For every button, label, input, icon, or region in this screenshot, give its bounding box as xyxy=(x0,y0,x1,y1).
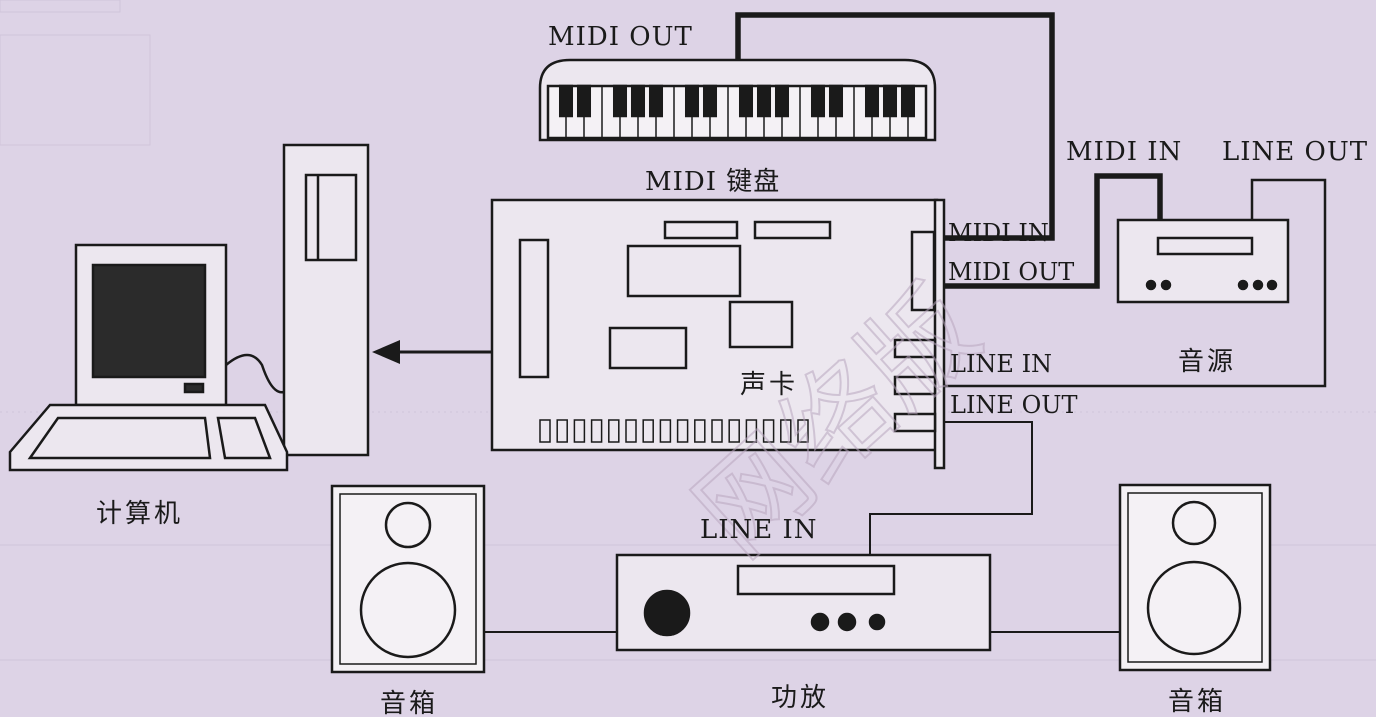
label-amplifier: 功放 xyxy=(771,683,829,713)
label-speaker-left: 音箱 xyxy=(380,689,438,717)
label-sound-card: 声卡 xyxy=(740,370,798,400)
connector-finger xyxy=(557,420,567,442)
connector-finger xyxy=(643,420,653,442)
connector-finger xyxy=(712,420,722,442)
black-key xyxy=(758,86,770,116)
computer-screen xyxy=(93,265,205,377)
label-amp-line-in: LINE IN xyxy=(700,515,818,545)
connector-finger xyxy=(574,420,584,442)
sound-source xyxy=(1118,220,1288,302)
label-speaker-right: 音箱 xyxy=(1168,687,1226,717)
black-key xyxy=(686,86,698,116)
arrow-to-computer xyxy=(372,340,492,364)
connector-finger xyxy=(592,420,602,442)
label-source-midi-in: MIDI IN xyxy=(1066,137,1182,167)
computer xyxy=(10,145,368,470)
black-key xyxy=(740,86,752,116)
label-card-line-in: LINE IN xyxy=(950,350,1052,378)
black-key xyxy=(650,86,662,116)
black-key xyxy=(812,86,824,116)
speaker-left xyxy=(332,486,484,672)
black-key xyxy=(632,86,644,116)
amplifier xyxy=(617,555,990,650)
connector-finger xyxy=(678,420,688,442)
black-key xyxy=(776,86,788,116)
label-source-line-out: LINE OUT xyxy=(1222,137,1368,167)
connector-finger xyxy=(695,420,705,442)
black-key xyxy=(560,86,572,116)
background-keyboard-ghost xyxy=(0,0,150,145)
label-card-line-out: LINE OUT xyxy=(950,391,1077,419)
label-keyboard-name: MIDI 键盘 xyxy=(645,167,780,197)
black-key xyxy=(614,86,626,116)
black-key xyxy=(866,86,878,116)
black-key xyxy=(902,86,914,116)
midi-keyboard xyxy=(540,60,935,140)
label-computer: 计算机 xyxy=(96,499,183,529)
label-keyboard-midi-out: MIDI OUT xyxy=(548,22,693,52)
speaker-right xyxy=(1120,485,1270,670)
connector-finger xyxy=(626,420,636,442)
connector-finger xyxy=(540,420,550,442)
black-key xyxy=(884,86,896,116)
connector-finger xyxy=(660,420,670,442)
label-sound-source: 音源 xyxy=(1178,347,1236,377)
label-card-midi-in: MIDI IN xyxy=(948,219,1049,247)
label-card-midi-out: MIDI OUT xyxy=(948,258,1074,286)
black-key xyxy=(830,86,842,116)
black-key xyxy=(578,86,590,116)
connector-finger xyxy=(609,420,619,442)
black-key xyxy=(704,86,716,116)
